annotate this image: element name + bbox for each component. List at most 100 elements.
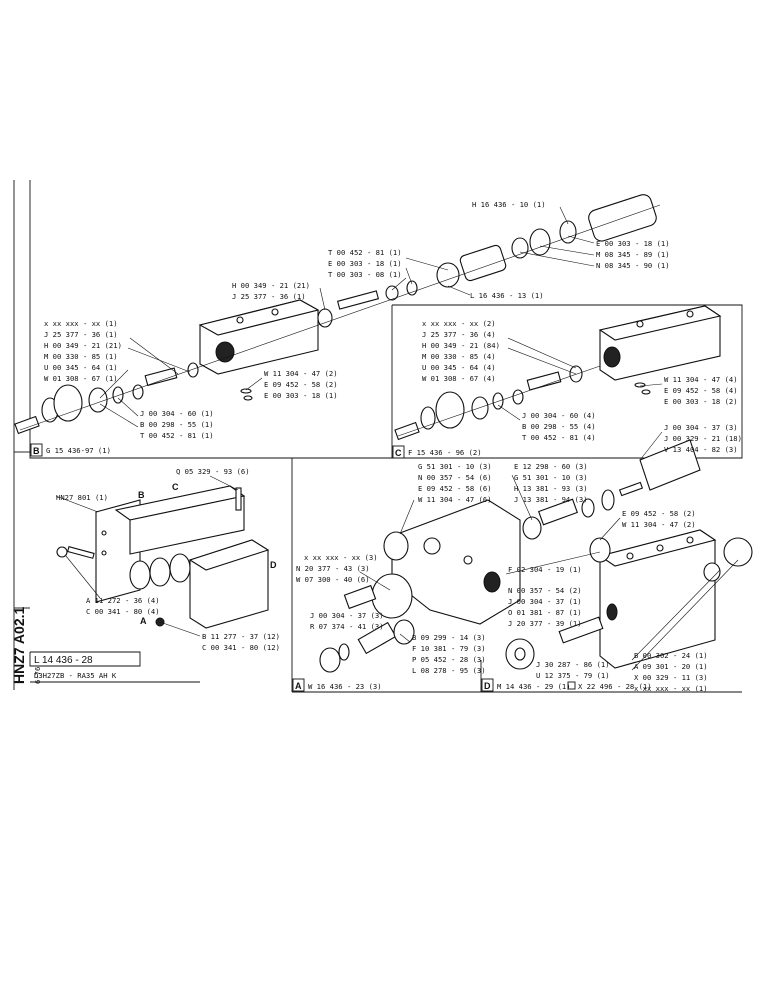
side-date: 6-76 — [33, 667, 42, 684]
asm-d-tag: D — [270, 560, 277, 570]
d-lbl-xx: x xx xxx - xx (1) — [634, 684, 708, 693]
b-lbl-w11: W 11 304 - 47 (2) — [264, 369, 338, 378]
b-lbl-j25b: J 25 377 - 36 (1) — [44, 330, 118, 339]
b-lbl-m08: M 08 345 - 89 (1) — [596, 250, 670, 259]
b-lbl-e303a: E 00 303 - 18 (1) — [596, 239, 670, 248]
c-lbl-w308: W 01 308 - 67 (4) — [422, 374, 496, 383]
b-lbl-t303: T 00 303 - 08 (1) — [328, 270, 402, 279]
title-box — [29, 651, 141, 667]
b-lbl-h349: H 00 349 - 21 (21) — [232, 281, 310, 290]
asm-c-tag: C — [172, 482, 179, 492]
b-letter-box — [30, 443, 43, 457]
group-d-block — [598, 529, 753, 669]
d-lbl-a09: A 09 301 - 20 (1) — [634, 662, 708, 671]
leader-lines — [55, 206, 739, 671]
group-c-axis — [397, 365, 601, 437]
b-lbl-w308: W 01 308 - 67 (1) — [44, 374, 118, 383]
b-lbl-n08: N 08 345 - 90 (1) — [596, 261, 670, 270]
b-lbl-u345: U 00 345 - 64 (1) — [44, 363, 118, 372]
b-lbl-t452b: T 00 452 - 81 (1) — [140, 431, 214, 440]
group-b-valve-block — [198, 299, 320, 375]
b-lbl-e09: E 09 452 - 58 (2) — [264, 380, 338, 389]
asm-a11: A 11 272 - 36 (4) — [86, 596, 160, 605]
c-lbl-xx: x xx xxx - xx (2) — [422, 319, 496, 328]
c-lbl-b298: B 00 298 - 55 (4) — [522, 422, 596, 431]
b-lbl-h16: H 16 436 - 10 (1) — [472, 200, 546, 209]
d-lbl-b302: B 00 302 - 24 (1) — [634, 651, 708, 660]
group-c-valve-block — [598, 305, 722, 395]
d-letter: D — [484, 681, 491, 691]
group-b-axis — [19, 204, 661, 431]
d-lbl-o01: O 01 381 - 87 (1) — [508, 608, 582, 617]
a-lbl-w11: W 11 304 - 47 (6) — [418, 495, 492, 504]
d-extra-box — [567, 681, 576, 690]
a-lbl-g51: G 51 301 - 10 (3) — [418, 462, 492, 471]
a-lbl-r07: R 07 374 - 41 (3) — [310, 622, 384, 631]
a-lbl-w07: W 07 300 - 40 (6) — [296, 575, 370, 584]
part-number: L 14 436 - 28 — [34, 655, 93, 666]
c-lbl-j25: J 25 377 - 36 (4) — [422, 330, 496, 339]
b-lbl-e303b: E 00 303 - 18 (1) — [328, 259, 402, 268]
b-lbl-j25: J 25 377 - 36 (1) — [232, 292, 306, 301]
b-ref: G 15 436-97 (1) — [46, 446, 111, 455]
c-ref: F 15 436 - 96 (2) — [408, 448, 482, 457]
a-lbl-n357: N 00 357 - 54 (6) — [418, 473, 492, 482]
a-lbl-p05: P 05 452 - 28 (3) — [412, 655, 486, 664]
a-lbl-b09: B 09 299 - 14 (3) — [412, 633, 486, 642]
group-c-spool-parts — [394, 365, 583, 441]
b-lbl-xx: x xx xxx - xx (1) — [44, 319, 118, 328]
c-lbl-u345: U 00 345 - 64 (4) — [422, 363, 496, 372]
a-lbl-xx: x xx xxx - xx (3) — [304, 553, 378, 562]
d-lbl-n357: N 00 357 - 54 (2) — [508, 586, 582, 595]
b-lbl-m330: M 00 330 - 85 (1) — [44, 352, 118, 361]
b-lbl-e303c: E 00 303 - 18 (1) — [264, 391, 338, 400]
d-lbl-j30: J 30 287 - 86 (1) — [536, 660, 610, 669]
asm-hnz: HN27 801 (1) — [56, 493, 108, 502]
asm-q05: Q 05 329 - 93 (6) — [176, 467, 250, 476]
d-lbl-v13: V 13 404 - 82 (3) — [664, 445, 738, 454]
d-lbl-j304: J 00 304 - 37 (1) — [508, 597, 582, 606]
a-lbl-n20: N 20 377 - 43 (3) — [296, 564, 370, 573]
assembly-overview — [56, 485, 270, 629]
b-lbl-j304: J 00 304 - 60 (1) — [140, 409, 214, 418]
d-lbl-e12: E 12 298 - 60 (3) — [514, 462, 588, 471]
group-a-housing — [319, 499, 521, 673]
asm-c341a: C 00 341 - 80 (4) — [86, 607, 160, 616]
b-lbl-l16: L 16 436 - 13 (1) — [470, 291, 544, 300]
d-lbl-g51: G 51 301 - 10 (3) — [514, 473, 588, 482]
d-lbl-f02: F 02 304 - 19 (1) — [508, 565, 582, 574]
c-letter: C — [395, 448, 402, 458]
a-ref: W 16 436 - 23 (3) — [308, 682, 382, 691]
d-lbl-u12: U 12 375 - 79 (1) — [536, 671, 610, 680]
d-lbl-x329: X 00 329 - 11 (3) — [634, 673, 708, 682]
d-lbl-j304r: J 00 304 - 37 (3) — [664, 423, 738, 432]
asm-c341b: C 00 341 - 80 (12) — [202, 643, 280, 652]
d-extra: X 22 496 - 28 (1) — [578, 682, 652, 691]
a-lbl-e09: E 09 452 - 58 (6) — [418, 484, 492, 493]
c-lbl-w11: W 11 304 - 47 (4) — [664, 375, 738, 384]
d-lbl-j20: J 20 377 - 39 (1) — [508, 619, 582, 628]
d-lbl-e09: E 09 452 - 58 (2) — [622, 509, 696, 518]
group-b-spool-parts — [14, 362, 253, 435]
d-lbl-j329: J 00 329 - 21 (18) — [664, 434, 742, 443]
a-letter-box — [292, 678, 305, 692]
c-lbl-t452: T 00 452 - 81 (4) — [522, 433, 596, 442]
a-lbl-l08: L 08 278 - 95 (3) — [412, 666, 486, 675]
d-lbl-w11: W 11 304 - 47 (2) — [622, 520, 696, 529]
asm-a-tag: A — [140, 616, 147, 626]
c-lbl-e303: E 00 303 - 18 (2) — [664, 397, 738, 406]
d-lbl-h13: H 13 381 - 93 (3) — [514, 484, 588, 493]
model-code: D3H27ZB - RA35 AH K — [34, 671, 117, 680]
b-lbl-h349b: H 00 349 - 21 (21) — [44, 341, 122, 350]
d-ref: M 14 436 - 29 (1) — [497, 682, 571, 691]
group-b-cartridge — [317, 194, 657, 328]
b-lbl-b298: B 00 298 - 55 (1) — [140, 420, 214, 429]
asm-b11: B 11 277 - 37 (12) — [202, 632, 280, 641]
asm-b-tag: B — [138, 490, 145, 500]
d-letter-box — [481, 678, 494, 692]
a-letter: A — [295, 681, 302, 691]
a-lbl-f10: F 10 381 - 79 (3) — [412, 644, 486, 653]
b-letter: B — [33, 446, 40, 456]
c-lbl-j304: J 00 304 - 60 (4) — [522, 411, 596, 420]
